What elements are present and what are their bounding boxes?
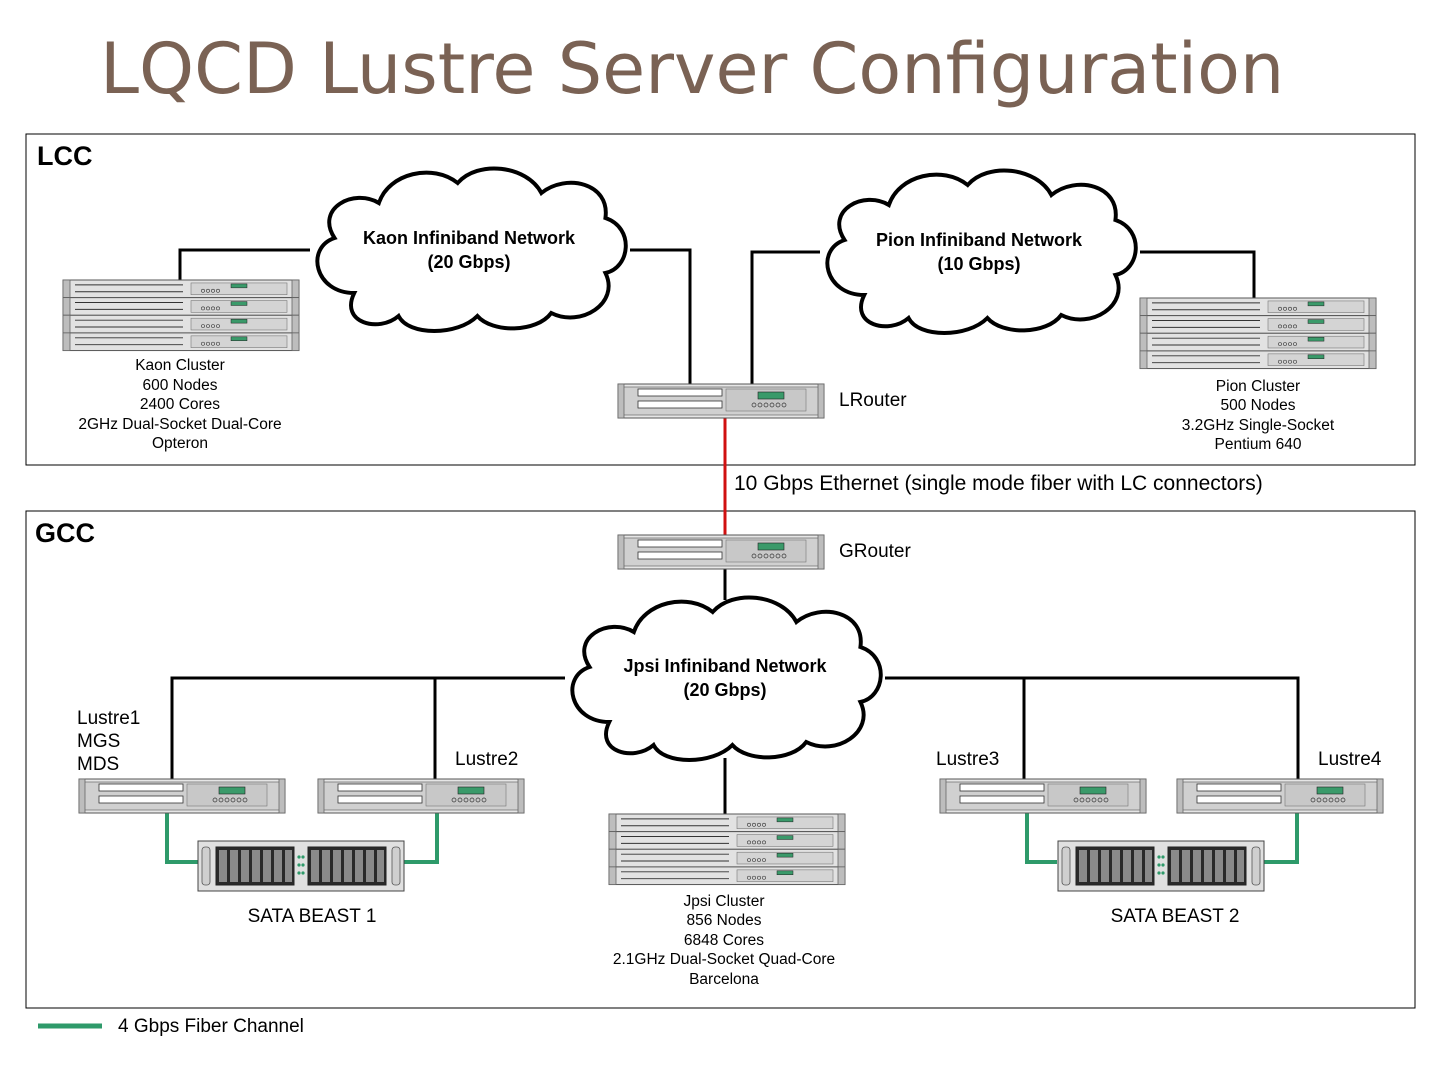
jpsi-cluster-label: Jpsi Cluster 856 Nodes 6848 Cores 2.1GHz… — [613, 893, 835, 988]
lustre3-label: Lustre3 — [936, 749, 999, 770]
sata-beast-1-label: SATA BEAST 1 — [248, 906, 377, 927]
svg-text:500 Nodes: 500 Nodes — [1221, 397, 1296, 414]
sata-beast-2-storage — [1057, 840, 1265, 892]
grouter-server — [617, 534, 825, 570]
ethernet-link-label: 10 Gbps Ethernet (single mode fiber with… — [734, 472, 1263, 495]
jpsi-infiniband-cloud — [570, 595, 883, 762]
sata-beast-2-label: SATA BEAST 2 — [1111, 906, 1240, 927]
lcc-region — [25, 133, 1416, 466]
svg-text:3.2GHz Single-Socket: 3.2GHz Single-Socket — [1182, 417, 1335, 434]
lustre1-label: Lustre1 MGS MDS — [77, 708, 140, 775]
lcc-links — [178, 248, 1256, 384]
page-title: LQCD Lustre Server Configuration — [100, 28, 1285, 110]
grouter-label: GRouter — [839, 541, 911, 562]
lustre1-server — [78, 778, 286, 814]
svg-text:856 Nodes: 856 Nodes — [687, 912, 762, 929]
svg-text:Lustre1: Lustre1 — [77, 708, 140, 729]
jpsi-network-label-line2: (20 Gbps) — [683, 680, 766, 700]
svg-text:Pion Cluster: Pion Cluster — [1216, 378, 1300, 395]
gcc-links — [170, 569, 1300, 814]
svg-text:MDS: MDS — [77, 754, 119, 775]
pion-cluster-servers — [1139, 297, 1377, 370]
pion-network-label-line1: Pion Infiniband Network — [876, 230, 1083, 250]
lcc-region-label: LCC — [37, 141, 93, 171]
kaon-network-label-line2: (20 Gbps) — [427, 252, 510, 272]
legend-fiber-channel-label: 4 Gbps Fiber Channel — [118, 1016, 304, 1037]
svg-text:MGS: MGS — [77, 731, 120, 752]
lustre3-server — [939, 778, 1147, 814]
svg-text:Pentium 640: Pentium 640 — [1214, 436, 1301, 453]
svg-text:6848 Cores: 6848 Cores — [684, 932, 764, 949]
svg-text:Jpsi Cluster: Jpsi Cluster — [684, 893, 765, 910]
svg-text:2.1GHz Dual-Socket Quad-Core: 2.1GHz Dual-Socket Quad-Core — [613, 951, 835, 968]
fiber-channel-links — [165, 813, 1299, 864]
svg-text:Opteron: Opteron — [152, 435, 208, 452]
lustre2-server — [317, 778, 525, 814]
jpsi-cluster-servers — [608, 813, 846, 886]
lrouter-server — [617, 383, 825, 419]
kaon-cluster-servers — [62, 279, 300, 352]
pion-infiniband-cloud — [825, 168, 1138, 335]
sata-beast-1-storage — [197, 840, 405, 892]
pion-network-label-line2: (10 Gbps) — [937, 254, 1020, 274]
svg-text:Barcelona: Barcelona — [689, 971, 759, 988]
svg-text:600 Nodes: 600 Nodes — [143, 377, 218, 394]
svg-text:2400 Cores: 2400 Cores — [140, 396, 220, 413]
kaon-network-label-line1: Kaon Infiniband Network — [363, 228, 576, 248]
svg-text:2GHz Dual-Socket Dual-Core: 2GHz Dual-Socket Dual-Core — [78, 416, 281, 433]
kaon-cluster-label: Kaon Cluster 600 Nodes 2400 Cores 2GHz D… — [78, 357, 281, 452]
jpsi-network-label-line1: Jpsi Infiniband Network — [623, 656, 827, 676]
pion-cluster-label: Pion Cluster 500 Nodes 3.2GHz Single-Soc… — [1182, 378, 1335, 453]
kaon-infiniband-cloud — [315, 166, 628, 333]
gcc-region-label: GCC — [35, 518, 95, 548]
gcc-region — [25, 510, 1416, 1009]
lustre4-label: Lustre4 — [1318, 749, 1382, 770]
svg-text:Kaon Cluster: Kaon Cluster — [135, 357, 225, 374]
lustre4-server — [1176, 778, 1384, 814]
lrouter-label: LRouter — [839, 390, 907, 411]
lustre2-label: Lustre2 — [455, 749, 518, 770]
